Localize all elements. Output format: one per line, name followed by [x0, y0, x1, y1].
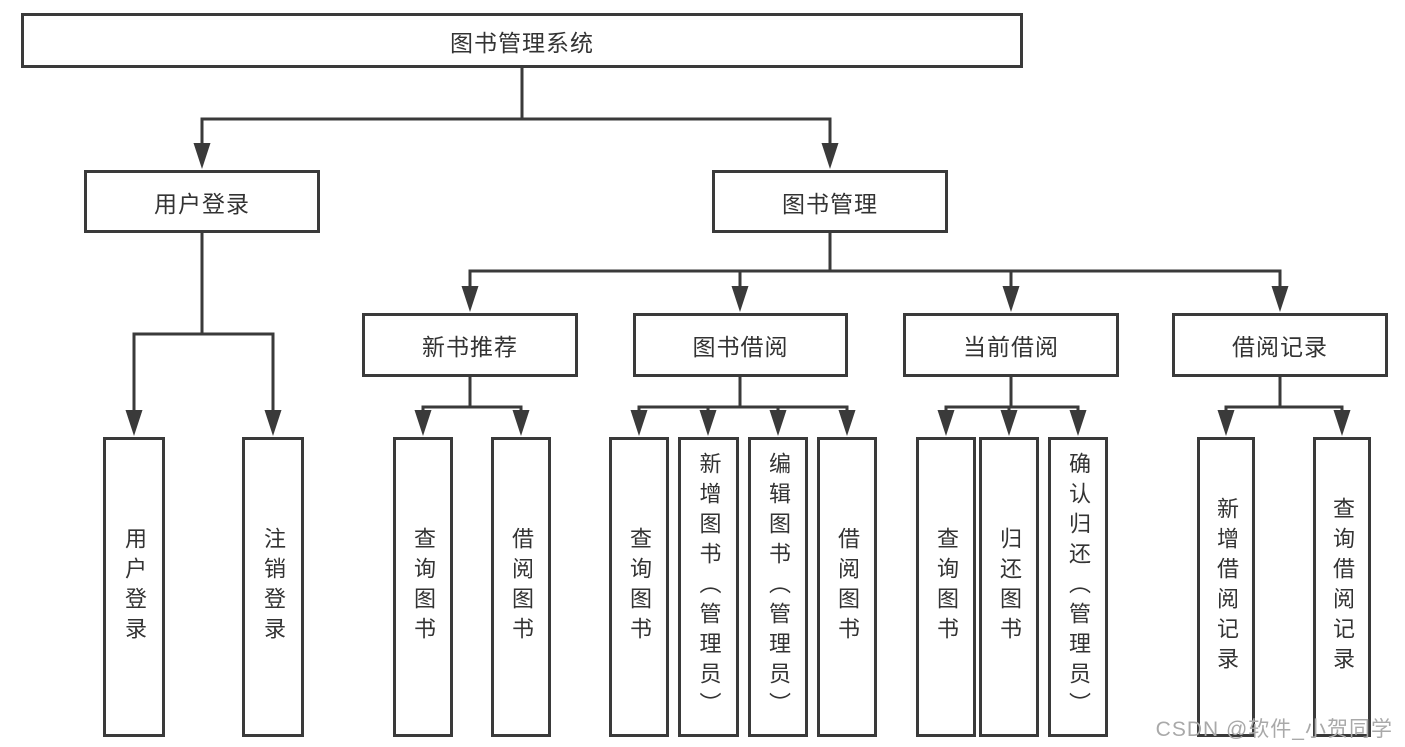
- node-leaf-query-books-recommend: 查询图书: [393, 437, 453, 737]
- node-leaf-confirm-return-admin: 确认归还（管理员）: [1048, 437, 1108, 737]
- node-book-management: 图书管理: [712, 170, 948, 233]
- connector-arrowheads: [125, 143, 1351, 436]
- node-library-management-system: 图书管理系统: [21, 13, 1023, 68]
- node-leaf-query-borrow-record: 查询借阅记录: [1313, 437, 1371, 737]
- csdn-watermark: CSDN @软件_小贺同学: [1155, 718, 1393, 741]
- node-leaf-logout-label: 注销登录: [261, 527, 286, 647]
- connector-paths: [132, 68, 1344, 410]
- node-leaf-edit-books-admin-label: 编辑图书（管理员）: [766, 452, 791, 722]
- node-leaf-borrow-books-recommend-label: 借阅图书: [509, 527, 534, 647]
- node-current-borrowing-label: 当前借阅: [963, 334, 1059, 360]
- node-leaf-user-login: 用户登录: [103, 437, 165, 737]
- node-leaf-add-borrow-record: 新增借阅记录: [1197, 437, 1255, 737]
- node-leaf-logout: 注销登录: [242, 437, 304, 737]
- node-leaf-confirm-return-admin-label: 确认归还（管理员）: [1066, 452, 1091, 722]
- node-leaf-borrow-books-label: 借阅图书: [835, 527, 860, 647]
- node-book-management-label: 图书管理: [782, 190, 878, 217]
- node-borrowing-records: 借阅记录: [1172, 313, 1388, 377]
- node-book-borrowing-label: 图书借阅: [692, 334, 789, 360]
- node-leaf-add-borrow-record-label: 新增借阅记录: [1214, 497, 1239, 677]
- node-leaf-query-books-borrow: 查询图书: [609, 437, 669, 737]
- node-new-book-recommendation: 新书推荐: [362, 313, 578, 377]
- node-leaf-query-borrow-record-label: 查询借阅记录: [1330, 497, 1355, 677]
- node-leaf-add-books-admin-label: 新增图书（管理员）: [696, 452, 722, 722]
- node-leaf-return-books-label: 归还图书: [997, 527, 1022, 647]
- node-leaf-borrow-books: 借阅图书: [817, 437, 877, 737]
- node-user-login-label: 用户登录: [154, 190, 250, 217]
- node-leaf-return-books: 归还图书: [979, 437, 1039, 737]
- node-book-borrowing: 图书借阅: [633, 313, 848, 377]
- node-leaf-user-login-label: 用户登录: [122, 527, 147, 647]
- node-leaf-add-books-admin: 新增图书（管理员）: [678, 437, 739, 737]
- node-current-borrowing: 当前借阅: [903, 313, 1119, 377]
- node-leaf-query-books-current: 查询图书: [916, 437, 976, 737]
- node-leaf-edit-books-admin: 编辑图书（管理员）: [748, 437, 808, 737]
- node-leaf-query-books-borrow-label: 查询图书: [627, 527, 652, 647]
- node-leaf-borrow-books-recommend: 借阅图书: [491, 437, 551, 737]
- node-leaf-query-books-recommend-label: 查询图书: [411, 527, 436, 647]
- node-library-management-system-label: 图书管理系统: [450, 29, 594, 56]
- node-user-login: 用户登录: [84, 170, 320, 233]
- node-new-book-recommendation-label: 新书推荐: [422, 334, 518, 360]
- node-leaf-query-books-current-label: 查询图书: [934, 527, 959, 647]
- node-borrowing-records-label: 借阅记录: [1232, 334, 1328, 360]
